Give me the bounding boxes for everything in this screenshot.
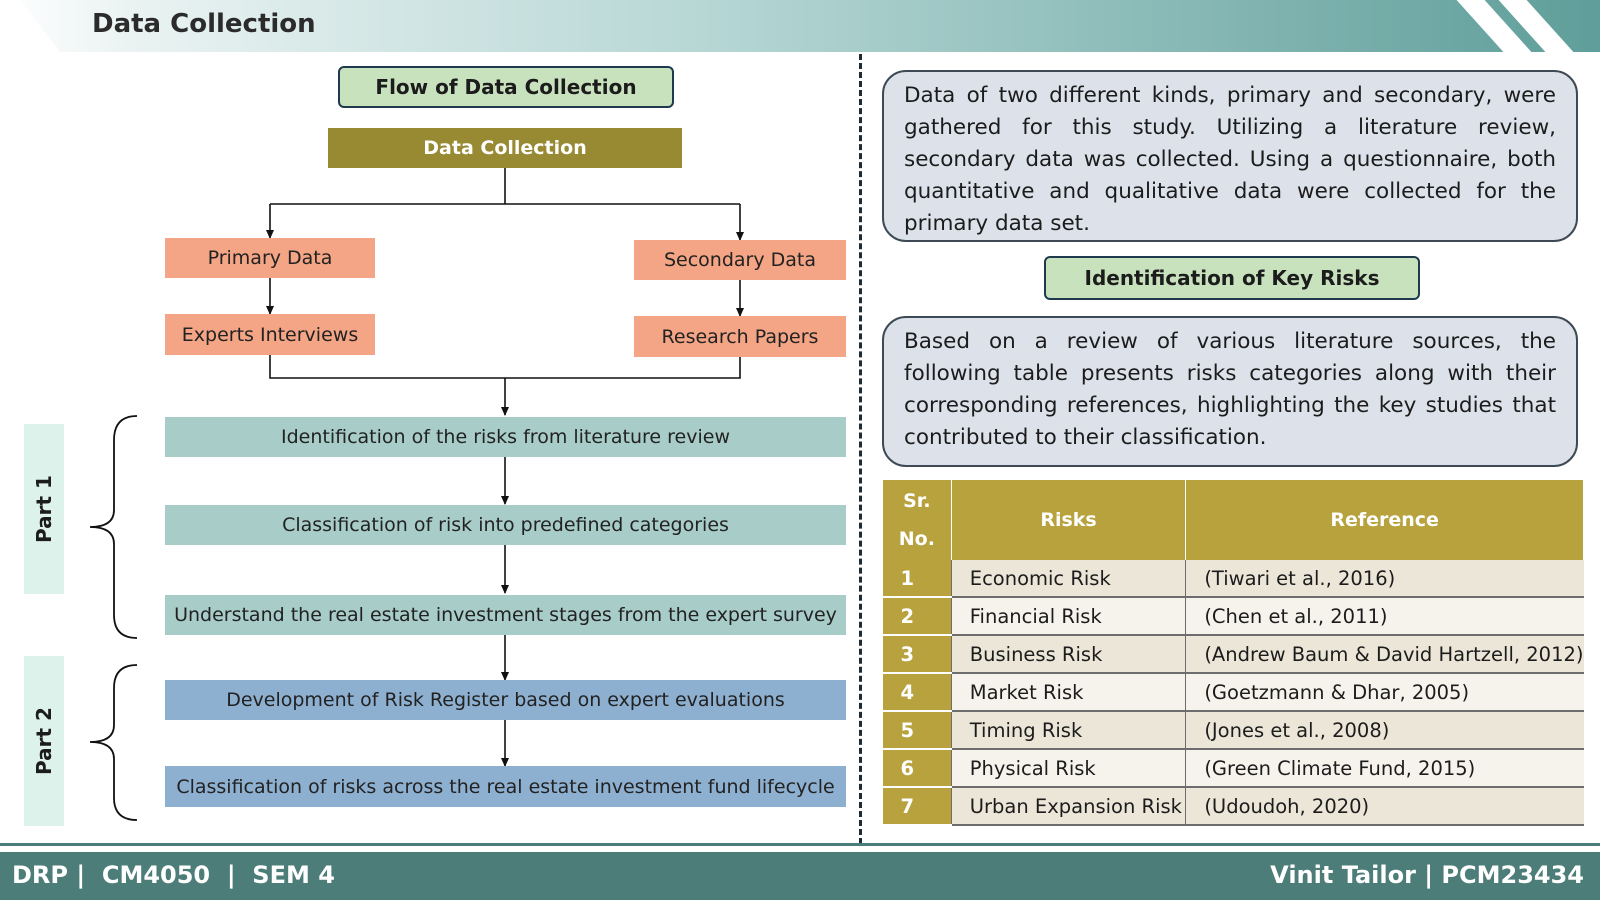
row-number: 7 (882, 787, 952, 826)
footer-top-line (0, 843, 1600, 846)
footer-course-info: DRP | CM4050 | SEM 4 (12, 861, 335, 889)
flow-step: Understand the real estate investment st… (165, 595, 846, 635)
row-reference: (Chen et al., 2011) (1185, 597, 1584, 636)
intro-text-box: Data of two different kinds, primary and… (882, 70, 1578, 242)
row-reference: (Tiwari et al., 2016) (1185, 560, 1584, 598)
table-row: 6 Physical Risk (Green Climate Fund, 201… (882, 749, 1584, 788)
table-row: 7 Urban Expansion Risk (Udoudoh, 2020) (882, 787, 1584, 826)
flow-connectors (89, 168, 744, 821)
table-row: 3 Business Risk (Andrew Baum & David Har… (882, 635, 1584, 674)
part1-label: Part 1 (24, 424, 64, 594)
flow-step: Development of Risk Register based on ex… (165, 680, 846, 720)
row-number: 2 (882, 597, 952, 636)
row-risk: Financial Risk (950, 597, 1187, 636)
primary-data-box: Primary Data (165, 238, 375, 278)
header-band (20, 0, 1600, 52)
row-reference: (Andrew Baum & David Hartzell, 2012) (1185, 635, 1584, 674)
flow-root-box: Data Collection (328, 128, 682, 168)
row-risk: Physical Risk (950, 749, 1187, 788)
table-row: 4 Market Risk (Goetzmann & Dhar, 2005) (882, 673, 1584, 712)
header-sr-no: Sr.No. (882, 480, 952, 560)
table-header-row: Sr.No. Risks Reference (882, 480, 1584, 560)
flow-step: Classification of risks across the real … (165, 766, 846, 807)
row-reference: (Udoudoh, 2020) (1185, 787, 1584, 826)
row-risk: Economic Risk (950, 560, 1187, 598)
row-risk: Business Risk (950, 635, 1187, 674)
experts-interviews-box: Experts Interviews (165, 314, 375, 355)
row-number: 3 (882, 635, 952, 674)
row-number: 5 (882, 711, 952, 750)
footer-bar: DRP | CM4050 | SEM 4 Vinit Tailor | PCM2… (0, 852, 1600, 900)
row-number: 1 (882, 560, 952, 598)
row-number: 4 (882, 673, 952, 712)
row-risk: Urban Expansion Risk (950, 787, 1187, 826)
secondary-data-box: Secondary Data (634, 240, 846, 280)
row-reference: (Green Climate Fund, 2015) (1185, 749, 1584, 788)
header-reference: Reference (1185, 480, 1584, 560)
risks-title: Identification of Key Risks (1044, 256, 1420, 300)
row-reference: (Goetzmann & Dhar, 2005) (1185, 673, 1584, 712)
row-risk: Market Risk (950, 673, 1187, 712)
part2-label: Part 2 (24, 656, 64, 826)
research-papers-box: Research Papers (634, 316, 846, 357)
flow-step: Classification of risk into predefined c… (165, 505, 846, 545)
row-number: 6 (882, 749, 952, 788)
table-row: 5 Timing Risk (Jones et al., 2008) (882, 711, 1584, 750)
header-risks: Risks (950, 480, 1187, 560)
table-row: 2 Financial Risk (Chen et al., 2011) (882, 597, 1584, 636)
row-risk: Timing Risk (950, 711, 1187, 750)
table-row: 1 Economic Risk (Tiwari et al., 2016) (882, 560, 1584, 598)
flow-title: Flow of Data Collection (338, 66, 674, 108)
risk-table: Sr.No. Risks Reference 1 Economic Risk (… (882, 480, 1584, 826)
vertical-divider (859, 54, 862, 844)
row-reference: (Jones et al., 2008) (1185, 711, 1584, 750)
footer-author: Vinit Tailor | PCM23434 (1270, 861, 1584, 889)
flow-step: Identification of the risks from literat… (165, 417, 846, 457)
risks-description-box: Based on a review of various literature … (882, 316, 1578, 467)
page-title: Data Collection (92, 9, 316, 39)
